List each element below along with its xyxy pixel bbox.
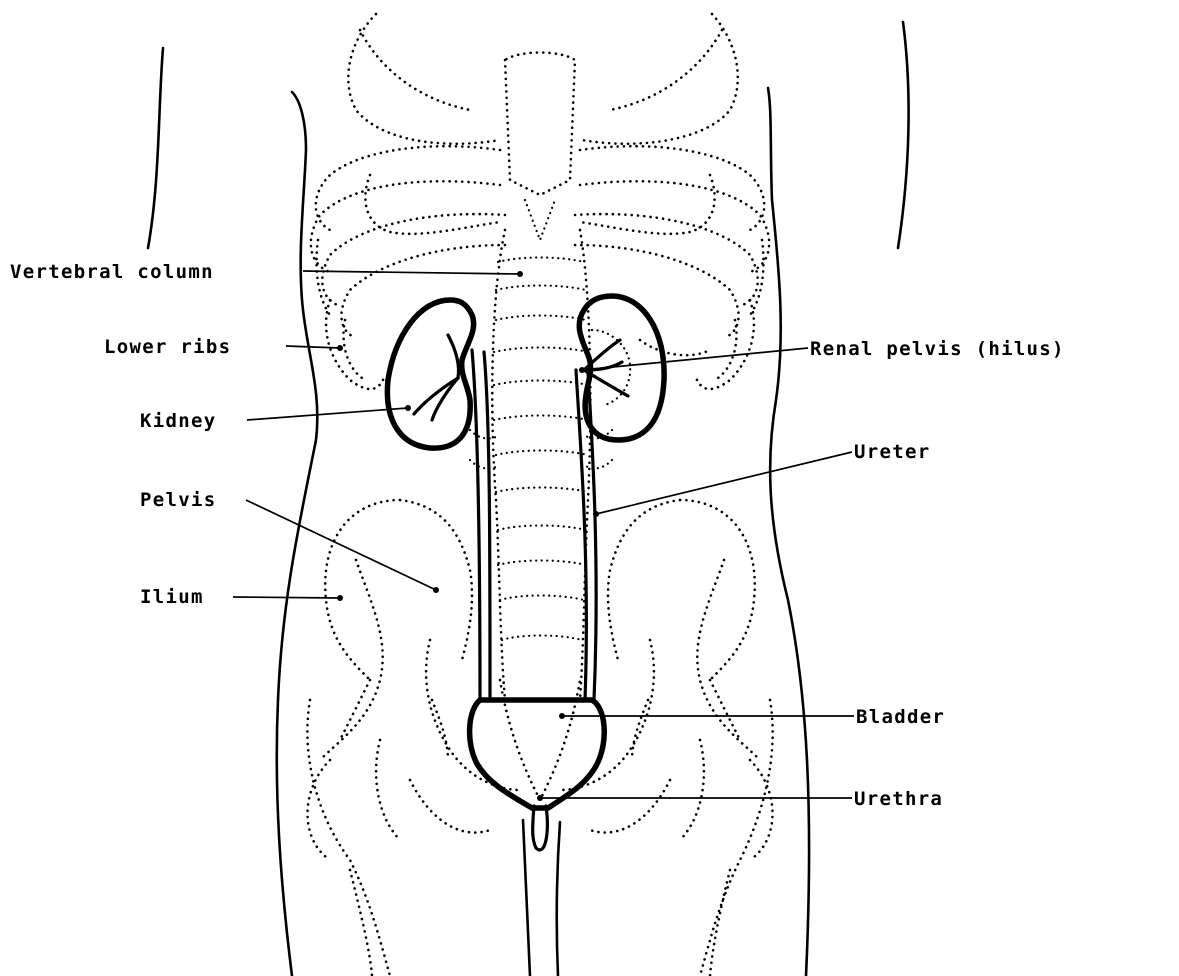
label-vertebral-column: Vertebral column: [10, 261, 214, 283]
label-lower-ribs: Lower ribs: [104, 336, 231, 358]
label-bladder: Bladder: [856, 706, 945, 728]
left-kidney: [387, 300, 473, 448]
labels: Vertebral column Lower ribs Kidney Pelvi…: [10, 261, 1065, 810]
urinary-organs: [387, 296, 664, 850]
urethra: [533, 806, 548, 850]
label-ureter: Ureter: [854, 441, 930, 463]
label-pelvis: Pelvis: [140, 489, 216, 511]
label-ilium: Ilium: [140, 586, 204, 608]
label-urethra: Urethra: [854, 788, 943, 810]
label-kidney: Kidney: [140, 410, 216, 432]
skeleton: [307, 14, 772, 976]
left-ureter: [472, 350, 480, 700]
label-renal-pelvis: Renal pelvis (hilus): [810, 338, 1065, 360]
leader-lines: [233, 271, 854, 801]
body-outline: [148, 22, 909, 976]
